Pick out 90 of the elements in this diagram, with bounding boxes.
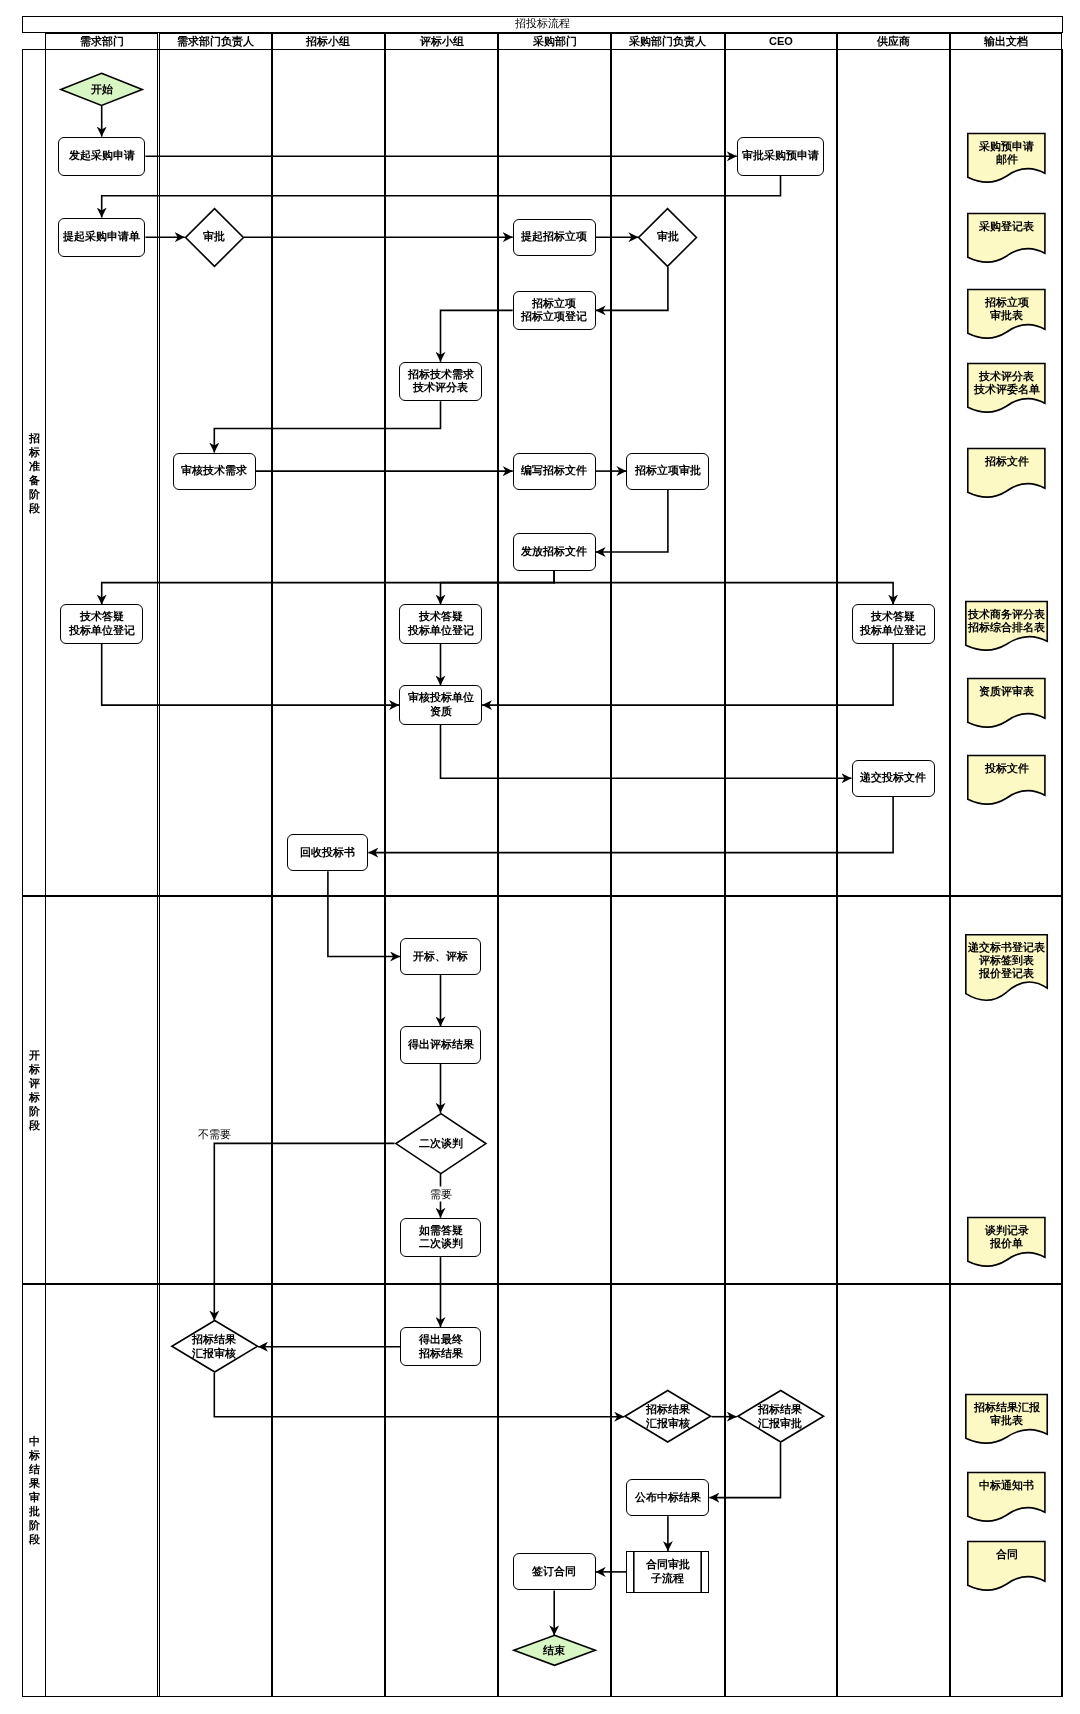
process-box: 技术答疑投标单位登记 (851, 604, 935, 644)
arrow (213, 1372, 625, 1422)
process-box: 招标立项招标立项登记 (512, 290, 596, 331)
process-box: 招标技术需求技术评分表 (399, 361, 483, 402)
process-box: 技术答疑投标单位登记 (399, 604, 483, 644)
document-shape: 谈判记录报价单 (967, 1216, 1047, 1267)
process-box: 招标立项审批 (626, 452, 710, 490)
decision-diamond: 二次谈判 (394, 1112, 487, 1174)
arrow (255, 466, 514, 477)
phase-label: 中标结果审批阶段 (28, 1434, 41, 1547)
arrow (144, 151, 738, 162)
document-shape: 投标文件 (967, 755, 1047, 806)
document-shape: 招标文件 (967, 448, 1047, 499)
arrow (435, 974, 446, 1028)
diagram-title: 招投标流程 (21, 16, 1063, 33)
process-box: 发起采购申请 (57, 136, 146, 176)
arrow (594, 232, 640, 243)
arrow (257, 1341, 401, 1352)
subprocess-box: 合同审批子流程 (626, 1551, 710, 1593)
edge-label: 不需要 (195, 1126, 233, 1142)
process-box: 回收投标书 (287, 834, 369, 872)
terminal-shape: 结束 (512, 1635, 596, 1666)
process-box: 发放招标文件 (512, 533, 596, 571)
edge-label: 需要 (427, 1186, 454, 1202)
arrow (481, 643, 894, 711)
arrow (435, 309, 514, 363)
arrow (243, 232, 514, 243)
lane-header: CEO (725, 33, 837, 51)
document-shape: 合同 (967, 1541, 1047, 1592)
document-shape: 技术商务评分表招标综合排名表 (965, 601, 1049, 652)
decision-diamond: 招标结果汇报审核 (170, 1320, 258, 1373)
arrow (96, 105, 107, 138)
arrow (435, 1173, 446, 1219)
arrow (710, 1411, 738, 1422)
process-box: 审核投标单位资质 (399, 685, 483, 725)
arrow (594, 265, 669, 316)
arrow (100, 643, 400, 711)
lane-header: 招标小组 (273, 33, 384, 51)
arrow (96, 175, 782, 219)
document-shape: 招标立项审批表 (967, 288, 1047, 339)
lane-header: 需求部门负责人 (159, 33, 272, 51)
process-box: 如需答疑二次谈判 (400, 1217, 481, 1258)
arrow (594, 466, 628, 477)
document-shape: 招标结果汇报审批表 (965, 1393, 1049, 1444)
process-box: 签订合同 (512, 1553, 596, 1591)
arrow (367, 796, 894, 858)
process-box: 递交投标文件 (851, 759, 935, 797)
document-shape: 中标通知书 (967, 1472, 1047, 1523)
decision-diamond: 招标结果汇报审批 (736, 1390, 825, 1443)
arrow (708, 1442, 782, 1503)
document-shape: 采购登记表 (967, 213, 1047, 264)
arrow (209, 400, 442, 454)
lane-header: 供应商 (838, 33, 949, 51)
decision-diamond: 审批 (184, 207, 244, 267)
lane-header: 输出文档 (950, 33, 1062, 51)
process-box: 开标、评标 (400, 937, 481, 976)
arrow (144, 232, 186, 243)
arrow (435, 1062, 446, 1114)
process-box: 技术答疑投标单位登记 (60, 604, 144, 644)
document-shape: 资质评审表 (967, 677, 1047, 728)
arrow (439, 723, 853, 784)
process-box: 提起采购申请单 (57, 217, 146, 257)
decision-diamond: 招标结果汇报审核 (624, 1390, 712, 1443)
process-box: 提起招标立项 (512, 218, 596, 256)
process-box: 得出评标结果 (400, 1026, 481, 1064)
document-shape: 递交标书登记表评标签到表报价登记表 (965, 933, 1049, 1002)
arrow (549, 1589, 560, 1637)
phase-label: 开标评标阶段 (28, 1048, 41, 1133)
process-box: 审核技术需求 (172, 452, 256, 490)
process-box: 编写招标文件 (512, 452, 596, 490)
arrow (594, 488, 669, 557)
document-shape: 采购预申请邮件 (967, 133, 1047, 184)
lane-header: 评标小组 (385, 33, 498, 51)
process-box: 得出最终招标结果 (400, 1327, 481, 1367)
arrow (435, 1256, 446, 1328)
arrow (594, 1566, 628, 1577)
phase-label: 招标准备阶段 (28, 430, 41, 515)
arrow (553, 569, 899, 606)
arrow (327, 870, 401, 962)
lane-header: 采购部门 (499, 33, 611, 51)
process-box: 审批采购预申请 (736, 136, 825, 176)
decision-diamond: 审批 (638, 207, 698, 267)
process-box: 公布中标结果 (626, 1479, 710, 1517)
arrow (435, 643, 446, 687)
document-shape: 技术评分表技术评委名单 (967, 362, 1047, 414)
arrow (209, 1142, 396, 1322)
terminal-shape: 开始 (60, 73, 144, 106)
lane-header: 需求部门 (45, 33, 158, 51)
arrow (662, 1515, 673, 1552)
lane-header: 采购部门负责人 (612, 33, 724, 51)
